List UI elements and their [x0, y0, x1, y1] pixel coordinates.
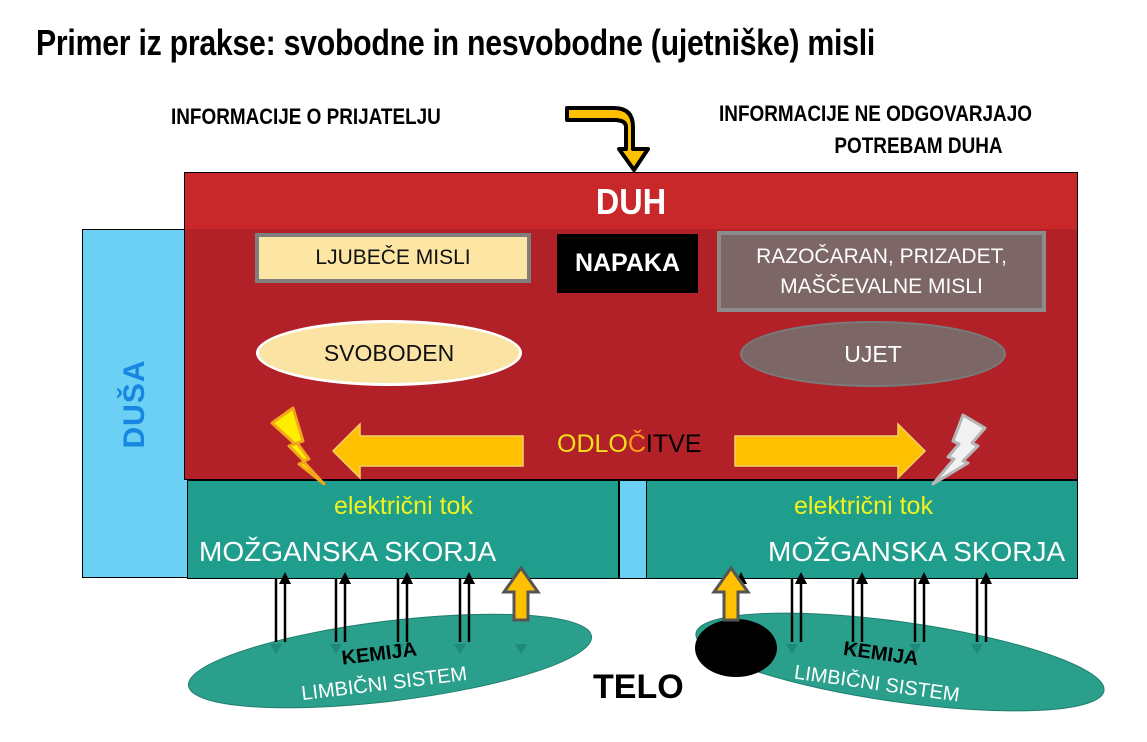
limbic-ellipse-left: [187, 613, 593, 709]
cortex-right-panel: [646, 480, 1078, 579]
up-arrow-left-icon: [501, 565, 541, 622]
info-mismatch-label: INFORMACIJE NE ODGOVARJAJO POTREBAM DUHA: [682, 98, 1069, 162]
info-mismatch-line2: POTREBAM DUHA: [834, 133, 1003, 158]
signal-arrows-left: [270, 572, 527, 654]
negative-thoughts-box: RAZOČARAN, PRIZADET, MAŠČEVALNE MISLI: [717, 231, 1046, 312]
info-about-friend-label: INFORMACIJE O PRIJATELJU: [171, 104, 441, 129]
error-box: NAPAKA: [557, 234, 698, 293]
negative-thoughts-line2: MAŠČEVALNE MISLI: [780, 274, 983, 298]
up-arrow-right-icon: [711, 565, 751, 622]
electric-current-left: električni tok: [334, 492, 473, 520]
electric-current-right: električni tok: [794, 492, 933, 520]
free-state-ellipse: SVOBODEN: [256, 320, 522, 386]
dusa-gap: [619, 480, 647, 579]
limbic-ellipse-right: [695, 612, 1105, 712]
right-decision-arrow-icon: [734, 422, 927, 480]
signal-arrows-right: [735, 572, 992, 654]
cortex-left-panel: [187, 480, 619, 579]
info-mismatch-line1: INFORMACIJE NE ODGOVARJAJO: [719, 101, 1032, 126]
page-title: Primer iz prakse: svobodne in nesvobodne…: [36, 22, 876, 63]
caught-state-ellipse: UJET: [740, 321, 1006, 387]
decisions-part2: Č: [627, 430, 646, 458]
lightning-grey-icon: [931, 413, 987, 486]
black-blob: [695, 619, 777, 677]
loving-thoughts-box: LJUBEČE MISLI: [255, 233, 531, 283]
decisions-part1: ODLO: [557, 430, 628, 458]
cortex-left-label: MOŽGANSKA SKORJA: [199, 536, 497, 567]
decisions-label: ODLOČITVE: [557, 430, 702, 459]
body-label: TELO: [593, 668, 684, 706]
negative-thoughts-line1: RAZOČARAN, PRIZADET,: [756, 244, 1007, 268]
cortex-right-label: MOŽGANSKA SKORJA: [768, 536, 1066, 567]
decisions-part3: ITVE: [645, 430, 702, 458]
dusa-panel: DUŠA: [82, 229, 188, 578]
duh-label: DUH: [595, 181, 667, 222]
lightning-yellow-icon: [270, 406, 326, 486]
bent-down-arrow-icon: [565, 106, 650, 172]
left-decision-arrow-icon: [331, 422, 524, 480]
